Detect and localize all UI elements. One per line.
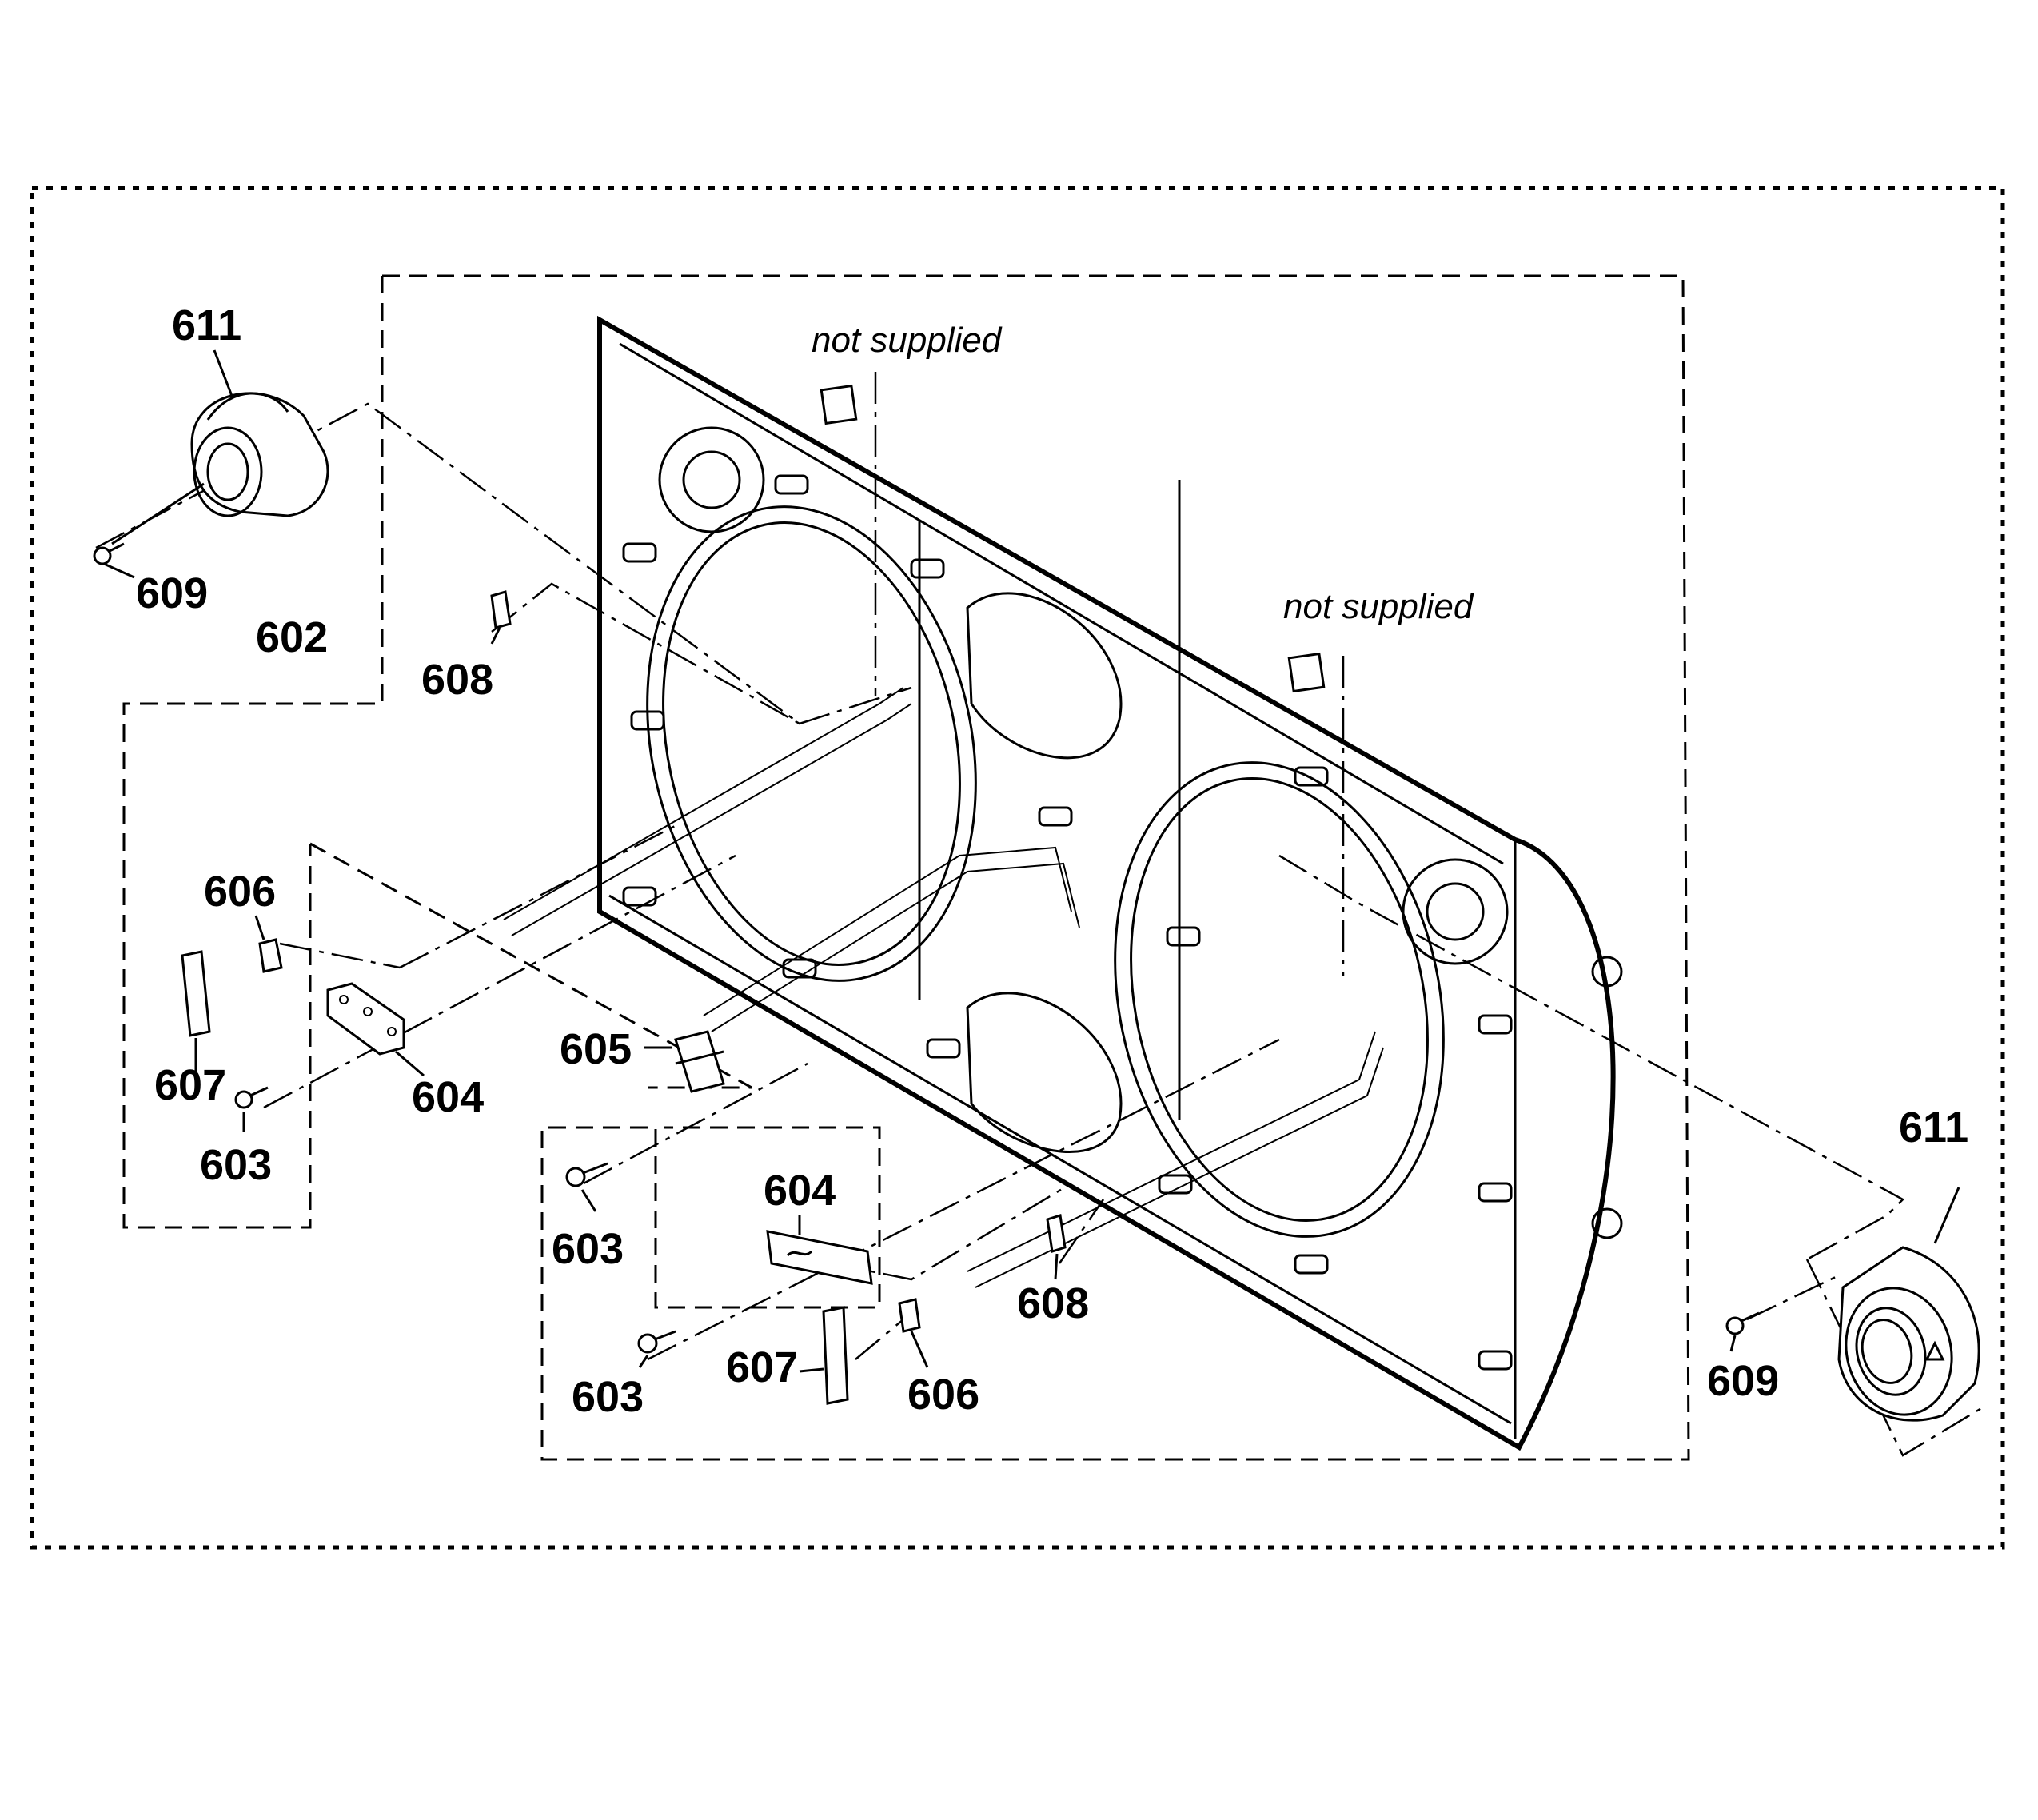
leader-608-left — [490, 627, 501, 645]
label-608-left: 608 — [421, 656, 493, 704]
screw-609-right — [1725, 1311, 1760, 1335]
label-611-top: 611 — [172, 301, 241, 349]
not-supplied-part-1 — [820, 384, 858, 425]
leader-603-bottom — [638, 1355, 649, 1368]
terminal-group-boundary — [122, 276, 384, 1229]
label-606-left: 606 — [204, 868, 276, 916]
label-605: 605 — [560, 1025, 632, 1073]
not-supplied-part-2 — [1287, 652, 1326, 693]
leader-611-top — [213, 349, 233, 397]
terminal-plate-dashed-guide — [309, 842, 752, 1089]
label-606-mid: 606 — [907, 1371, 979, 1419]
note-not-supplied-2: not supplied — [1283, 587, 1474, 626]
label-603-left: 603 — [200, 1141, 272, 1189]
leader-609-top — [103, 562, 135, 579]
label-strip-607-mid — [822, 1306, 849, 1405]
label-609-top: 609 — [136, 569, 208, 617]
label-607-left: 607 — [154, 1061, 226, 1109]
label-603-mid: 603 — [552, 1225, 624, 1273]
clip-608-right — [1046, 1214, 1067, 1253]
label-603-bottom: 603 — [572, 1373, 644, 1421]
leader-608-right — [1054, 1253, 1059, 1280]
tweeter-speaker-611-right — [1837, 1246, 1980, 1422]
label-strip-607-left — [181, 950, 211, 1037]
internal-wiring — [503, 687, 1384, 1288]
speaker-cabinet-frame — [597, 315, 1623, 1451]
label-604-left: 604 — [412, 1073, 484, 1121]
leader-609-right — [1729, 1335, 1737, 1352]
terminal-plate-604-left — [326, 982, 405, 1056]
tweeter-speaker-611-left — [190, 392, 329, 517]
leader-603-mid — [580, 1189, 597, 1212]
leader-611-right — [1933, 1187, 1960, 1244]
screw-603-left — [234, 1086, 269, 1109]
terminal-plate-604-mid — [766, 1230, 873, 1285]
leader-606-mid — [910, 1331, 929, 1368]
outer-assembly-boundary — [30, 186, 2005, 1550]
connector-605 — [674, 1030, 725, 1093]
screw-609-top — [93, 542, 125, 565]
cabinet-subassembly-boundary — [382, 274, 1690, 1461]
label-607-mid: 607 — [726, 1343, 798, 1391]
label-609-right: 609 — [1707, 1357, 1779, 1405]
note-not-supplied-1: not supplied — [812, 321, 1003, 360]
terminal-clip-606-mid — [898, 1298, 921, 1333]
label-611-right: 611 — [1899, 1104, 1968, 1151]
label-608-right: 608 — [1017, 1279, 1089, 1327]
leader-606-left — [254, 915, 265, 940]
leader-607-mid — [799, 1367, 824, 1373]
clip-608-left — [490, 590, 512, 629]
screw-603-bottom — [637, 1330, 676, 1354]
label-604-mid: 604 — [764, 1167, 836, 1215]
terminal-clip-606-left — [258, 938, 283, 973]
screw-603-mid — [565, 1162, 608, 1187]
assembly-guide-lines — [95, 372, 1984, 1457]
label-602: 602 — [256, 613, 328, 661]
leader-604-left — [395, 1050, 425, 1077]
